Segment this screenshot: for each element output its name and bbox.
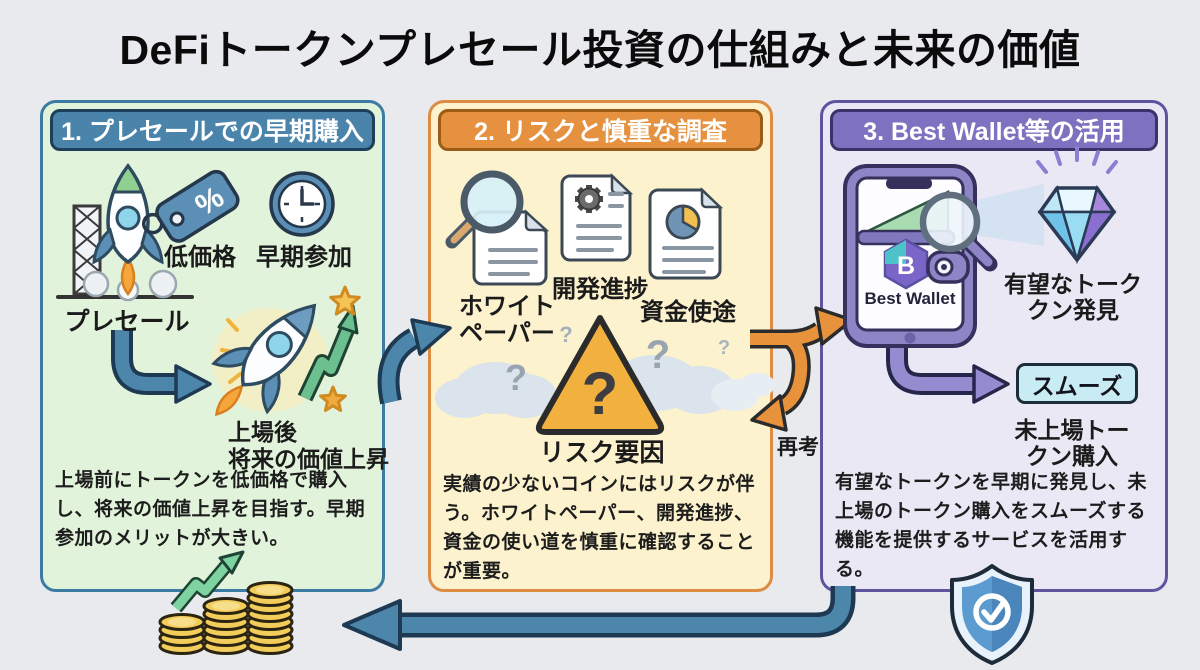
label-risk-factor: リスク要因 [539,439,665,467]
label-whitepaper-2: ペーパー [459,320,555,347]
label-presale: プレセール [64,308,190,336]
label-purchase-1: 未上場トー [1014,417,1130,443]
panel-presale-header: 1. プレセールでの早期購入 [50,109,375,151]
label-dev-progress: 開発進捗 [552,276,648,303]
label-fund-use: 資金使途 [640,299,736,326]
label-discover-1: 有望なトーク [1004,271,1142,297]
arrow-return-long-blue [342,586,856,651]
panel-wallet-description: 有望なトークンを早期に発見し、未上場のトークン購入をスムーズする機能を提供するサ… [835,472,1148,580]
panel-presale-description: 上場前にトークンを低価格で購入し、将来の価値上昇を目指す。早期参加のメリットが大… [55,470,366,549]
panel-risk-description: 実績の少ないコインにはリスクが伴う。ホワイトペーパー、開発進捗、資金の使い道を慎… [443,474,756,582]
label-purchase-2: クン購入 [1026,443,1118,469]
smooth-badge-label: スムーズ [1031,372,1123,399]
smooth-badge: スムーズ [1016,363,1138,404]
label-reconsider: 再考 [777,436,819,459]
label-discover-2: クン発見 [1027,297,1119,323]
page-title: DeFiトークンプレセール投資の仕組みと未来の価値 [119,27,1081,73]
label-early-join: 早期参加 [256,244,352,271]
label-best-wallet: Best Wallet [864,289,956,308]
panel-wallet-header: 3. Best Wallet等の活用 [830,109,1158,151]
label-after-listing-2: 将来の価値上昇 [228,446,389,472]
label-after-listing-1: 上場後 [228,419,297,445]
panel-risk-header: 2. リスクと慎重な調査 [438,109,763,151]
label-low-price: 低価格 [164,244,236,271]
